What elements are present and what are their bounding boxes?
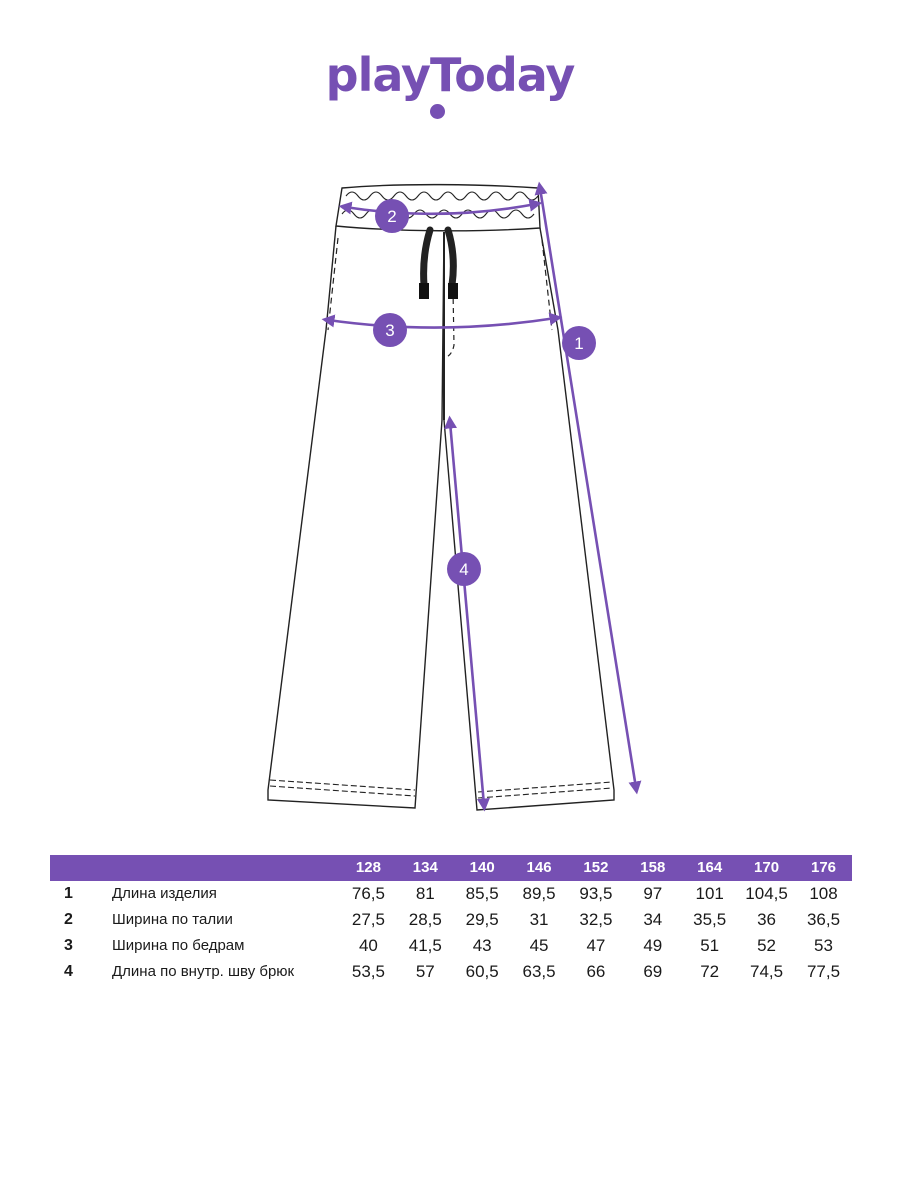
table-cell: 45 [529, 936, 549, 955]
left-hem-stitch [269, 779, 416, 797]
callout-badge-3: 3 [373, 313, 407, 347]
table-cell: 74,5 [750, 962, 784, 981]
size-header-cell: 134 [396, 855, 454, 881]
table-cell: 47 [586, 936, 606, 955]
size-header-cell: 152 [567, 855, 625, 881]
table-cell: 60,5 [465, 962, 499, 981]
header-blank-label [112, 855, 340, 881]
table-cell: 28,5 [408, 910, 442, 929]
measure-line-length [534, 181, 642, 795]
row-label: Длина по внутр. шву брюк [112, 963, 295, 980]
table-cell: 53,5 [351, 962, 385, 981]
left-pocket-stitch [327, 237, 339, 331]
header-blank-num [50, 855, 112, 881]
callout-badge-4: 4 [447, 552, 481, 586]
left-leg [267, 225, 445, 809]
measure-line-hips [321, 312, 563, 329]
measure-line-inseam [444, 415, 490, 812]
table-cell: 66 [586, 962, 606, 981]
table-cell: 43 [472, 936, 492, 955]
row-label: Ширина по талии [112, 911, 233, 928]
callout-badge-2: 2 [375, 199, 409, 233]
size-header-cell: 146 [510, 855, 568, 881]
table-cell: 49 [643, 936, 663, 955]
table-cell: 76,5 [351, 884, 385, 903]
table-cell: 32,5 [579, 910, 613, 929]
size-header-cell: 140 [453, 855, 511, 881]
table-cell: 57 [415, 962, 435, 981]
row-label: Длина изделия [112, 885, 217, 902]
table-cell: 69 [643, 962, 663, 981]
measurement-lines [321, 181, 642, 812]
table-cell: 53 [814, 936, 833, 955]
fly-stitch [443, 235, 455, 359]
size-header-cell: 170 [738, 855, 795, 881]
table-row: 2 Ширина по талии 27,5 28,5 29,5 31 32,5… [50, 907, 852, 933]
svg-text:2: 2 [387, 207, 396, 226]
brand-logo-dot [430, 104, 445, 119]
table-cell: 101 [695, 884, 724, 903]
pants-outline [267, 183, 615, 811]
right-leg [443, 227, 615, 811]
table-row: 4 Длина по внутр. шву брюк 53,5 57 60,5 … [50, 959, 852, 985]
brand-logo: playToday [0, 52, 900, 98]
measure-line-waist [338, 198, 543, 216]
table-row: 1 Длина изделия 76,5 81 85,5 89,5 93,5 9… [50, 881, 852, 907]
size-header-row: 128 134 140 146 152 158 164 170 176 [50, 855, 852, 881]
size-header-cell: 128 [340, 855, 397, 881]
row-number: 1 [64, 885, 73, 902]
table-cell: 104,5 [745, 884, 788, 903]
table-cell: 89,5 [522, 884, 556, 903]
svg-text:4: 4 [459, 560, 468, 579]
table-cell: 51 [700, 936, 720, 955]
callout-badge-1: 1 [562, 326, 596, 360]
table-cell: 41,5 [408, 936, 442, 955]
table-cell: 34 [643, 910, 663, 929]
table-cell: 81 [415, 884, 435, 903]
table-cell: 36 [757, 910, 777, 929]
brand-logo-text: playToday [325, 48, 576, 102]
table-cell: 85,5 [465, 884, 499, 903]
table-cell: 27,5 [351, 910, 385, 929]
table-cell: 35,5 [693, 910, 727, 929]
table-cell: 108 [809, 884, 838, 903]
drawstrings [419, 226, 458, 299]
table-cell: 31 [529, 910, 549, 929]
size-header-cell: 164 [681, 855, 739, 881]
table-cell: 72 [700, 962, 720, 981]
row-number: 4 [64, 963, 73, 980]
svg-text:3: 3 [385, 321, 394, 340]
size-chart-table: 128 134 140 146 152 158 164 170 176 1 Дл… [50, 855, 852, 985]
table-cell: 52 [757, 936, 777, 955]
table-cell: 63,5 [522, 962, 556, 981]
row-number: 3 [64, 937, 73, 954]
svg-text:1: 1 [574, 334, 583, 353]
table-cell: 40 [358, 936, 378, 955]
table-cell: 93,5 [579, 884, 613, 903]
table-cell: 36,5 [806, 910, 841, 929]
size-header-cell: 176 [795, 855, 852, 881]
pants-technical-drawing: 1 2 3 4 [267, 181, 642, 812]
right-hem-stitch [477, 781, 613, 799]
table-cell: 29,5 [465, 910, 499, 929]
table-row: 3 Ширина по бедрам 40 41,5 43 45 47 49 5… [50, 933, 852, 959]
table-cell: 77,5 [806, 962, 841, 981]
size-header-cell: 158 [624, 855, 682, 881]
row-number: 2 [64, 911, 73, 928]
table-cell: 97 [643, 884, 663, 903]
row-label: Ширина по бедрам [112, 937, 245, 954]
